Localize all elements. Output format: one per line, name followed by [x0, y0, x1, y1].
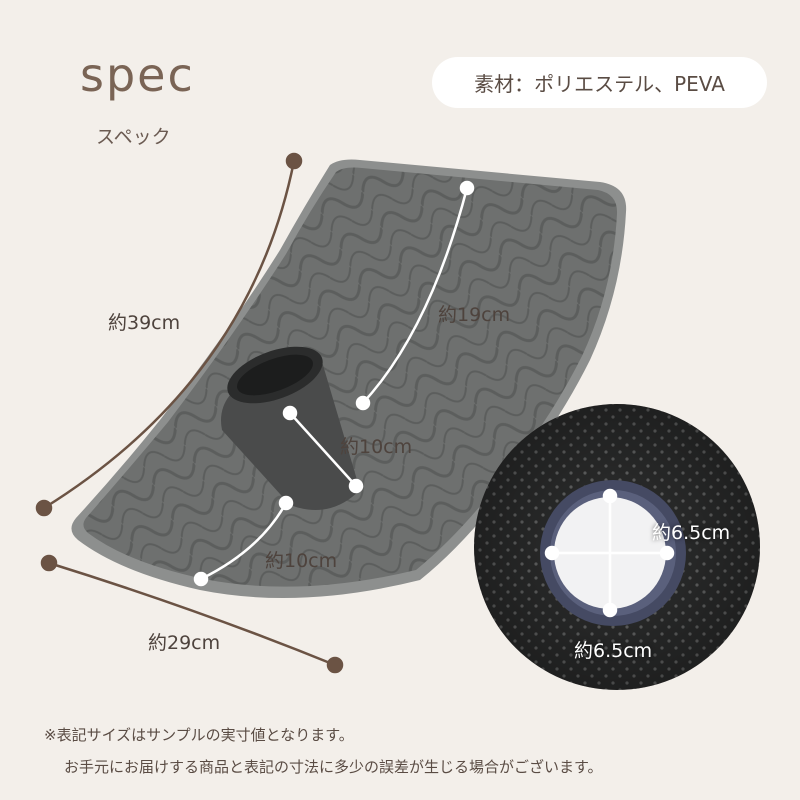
page-title: spec: [80, 48, 195, 102]
leg-sleeve: [221, 346, 360, 510]
dimension-hole-height-label: 約6.5cm: [574, 640, 653, 662]
note-line-1: ※表記サイズはサンプルの実寸値となります。: [44, 726, 354, 744]
dimension-lines-inner: [193, 180, 475, 587]
dimension-tube-height-label: 約10cm: [340, 436, 413, 458]
dimension-hole-width-label: 約6.5cm: [652, 522, 731, 544]
dimension-length-label: 約39cm: [108, 312, 181, 334]
dimension-tube-offset-label: 約10cm: [265, 550, 338, 572]
material-label: 素材：ポリエステル、PEVA: [474, 72, 725, 96]
material-badge: 素材：ポリエステル、PEVA: [432, 57, 767, 108]
hole-dimension-lines: [544, 488, 675, 618]
dimension-lines-outer: [35, 152, 344, 674]
page-subtitle: スペック: [96, 126, 171, 148]
dimension-width-label: 約29cm: [148, 632, 221, 654]
dimension-inner-length-label: 約19cm: [438, 304, 511, 326]
note-line-2: お手元にお届けする商品と表記の寸法に多少の誤差が生じる場合がございます。: [64, 758, 603, 776]
